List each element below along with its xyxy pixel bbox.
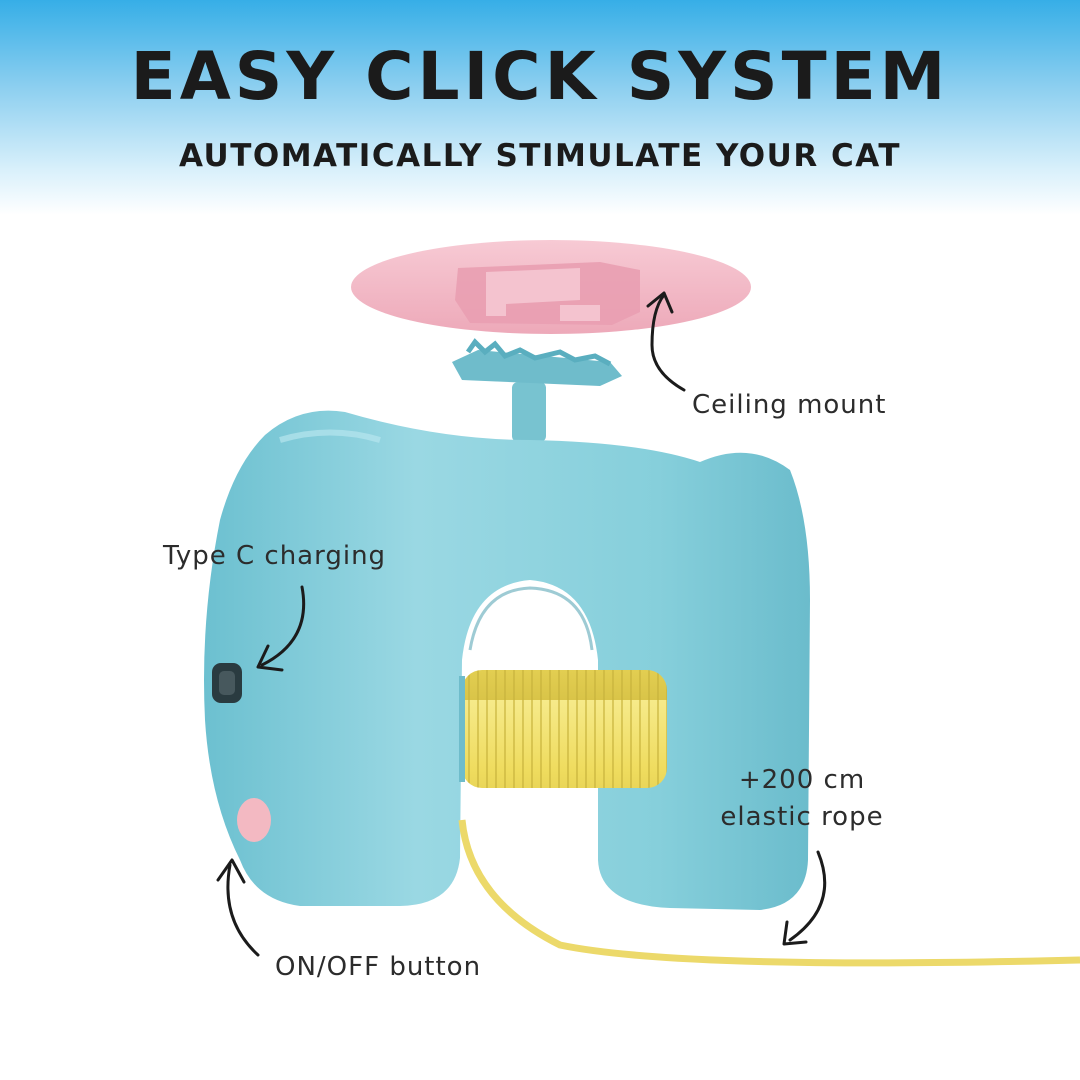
- type-c-charging-label: Type C charging: [163, 541, 387, 571]
- page-subtitle: AUTOMATICALLY STIMULATE YOUR CAT: [179, 138, 901, 174]
- curved-arrow-icon: [782, 850, 827, 946]
- ceiling-mount-label: Ceiling mount: [692, 390, 887, 420]
- elastic-rope-text: elastic rope: [720, 802, 884, 832]
- power-button: [237, 798, 271, 842]
- toy-body: [204, 410, 1080, 967]
- ceiling-mount-plate: [351, 240, 751, 334]
- on-off-button-label: ON/OFF button: [275, 952, 482, 982]
- mount-clip: [452, 338, 622, 442]
- page-title: EASY CLICK SYSTEM: [130, 38, 950, 115]
- spring-coil: [462, 670, 667, 788]
- curved-arrow-icon: [256, 585, 306, 672]
- curved-arrow-icon: [646, 291, 686, 392]
- curved-arrow-icon: [216, 858, 260, 957]
- elastic-rope-label: +200 cm elastic rope: [712, 762, 892, 836]
- elastic-rope: [458, 819, 1080, 967]
- elastic-rope-length: +200 cm: [738, 765, 866, 795]
